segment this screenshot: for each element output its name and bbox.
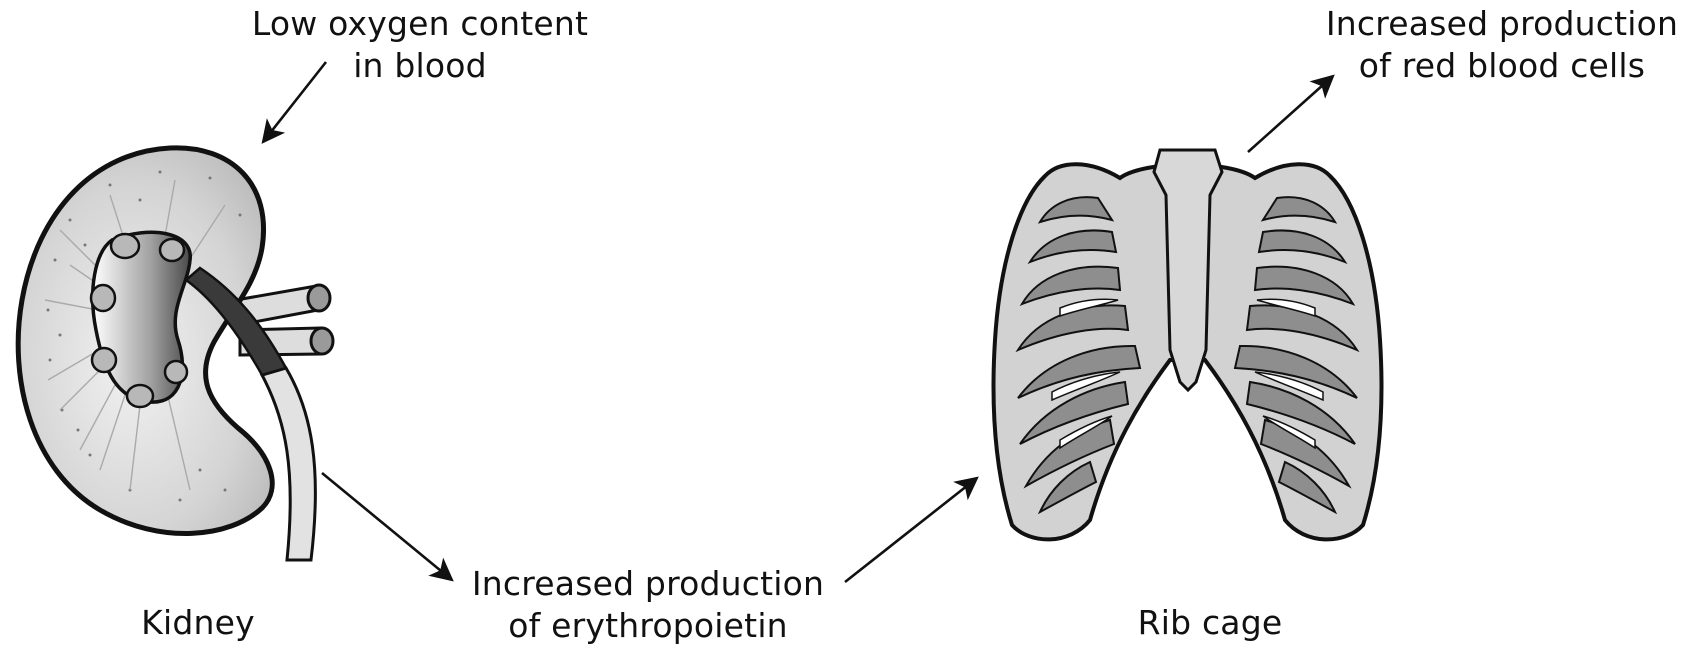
arrow-ribcage-to-rbc [1248, 76, 1333, 152]
kidney-label: Kidney [118, 602, 278, 644]
rbc-line-1: Increased production [1300, 3, 1704, 45]
epo-line-2: of erythropoietin [448, 605, 848, 647]
epo-line-1: Increased production [448, 563, 848, 605]
red-blood-cells-label: Increased production of red blood cells [1300, 3, 1704, 87]
low-oxygen-label: Low oxygen content in blood [230, 3, 610, 87]
erythropoietin-label: Increased production of erythropoietin [448, 563, 848, 647]
kidney-illustration [18, 148, 333, 560]
low-oxygen-line-2: in blood [230, 45, 610, 87]
ribcage-illustration [994, 150, 1382, 539]
low-oxygen-line-1: Low oxygen content [230, 3, 610, 45]
arrow-epo-to-ribcage [845, 478, 977, 582]
arrow-kidney-to-epo [322, 473, 452, 580]
rbc-line-2: of red blood cells [1300, 45, 1704, 87]
ribcage-label: Rib cage [1100, 602, 1320, 644]
